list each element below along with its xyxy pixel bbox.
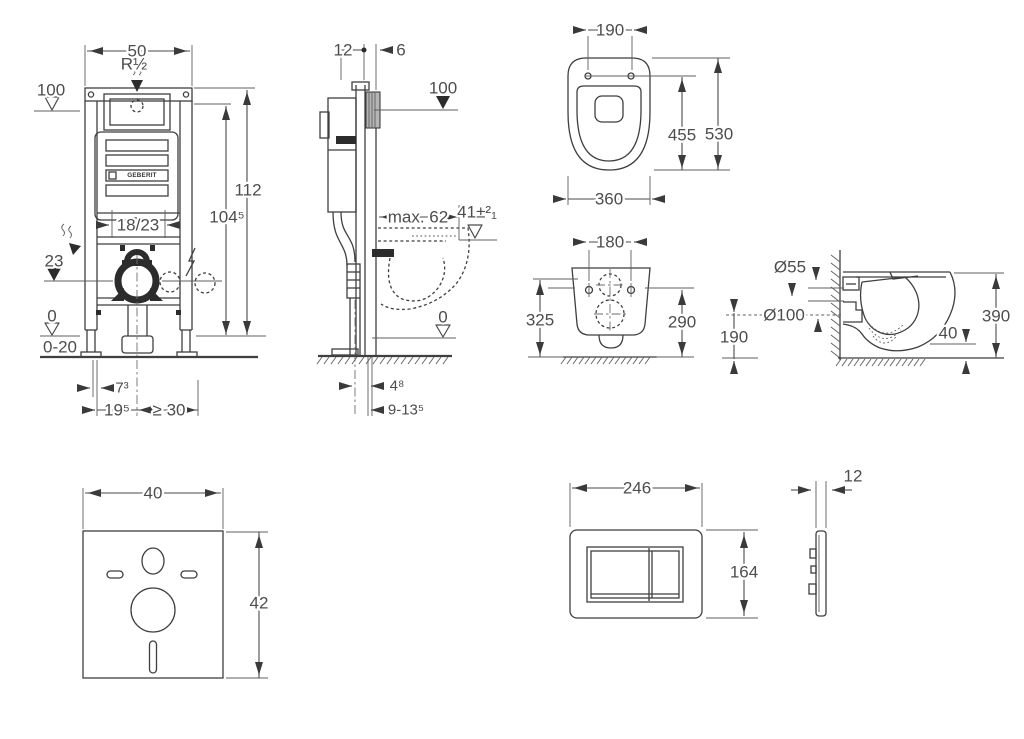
dim-water-connection: R½ — [121, 55, 147, 74]
dim-wc-hole-spacing: 180 — [596, 233, 624, 252]
dim-floor-range: 0-20 — [43, 338, 77, 357]
dim-level-100: 100 — [37, 81, 65, 100]
dim-outlet-diameter: Ø100 — [763, 306, 805, 325]
heat-source-icon — [61, 223, 72, 239]
dim-rail-depth: 12 — [334, 41, 353, 60]
brand-logo: GEBERIT — [127, 172, 156, 179]
flush-plate-view: 246 164 — [569, 476, 760, 619]
frame-side-view: 12 6 100 max. 62 41±²₁ 0 4⁸ 9-13⁵ — [316, 38, 499, 421]
electrical-bolt-icon — [185, 247, 196, 277]
dim-outlet-level: 23 — [45, 252, 64, 271]
dim-wc-width: 360 — [595, 190, 623, 209]
dim-foot-offset: 7³ — [115, 380, 128, 397]
dim-plate-height: 164 — [730, 563, 758, 582]
dim-wc-side-height: 390 — [982, 307, 1010, 326]
dim-drain-offset: 4⁸ — [390, 378, 405, 395]
dim-offset-18-23: 18/23 — [117, 216, 160, 235]
dim-wc-height-right: 290 — [668, 313, 696, 332]
dim-outlet-height: 190 — [720, 328, 748, 347]
dim-zero-level: 0 — [47, 307, 56, 326]
dim-frame-height2: 104⁵ — [209, 208, 244, 227]
wc-side-view: Ø55 Ø100 190 40 390 — [718, 250, 1012, 374]
frame-front-view: 50 R½ 100 112 104⁵ 18/23 23 0 0-20 7³ 19… — [34, 39, 266, 422]
dim-pad-width: 40 — [144, 484, 163, 503]
dim-wc-hinge-spacing: 190 — [596, 21, 624, 40]
dim-frame-width: 50 — [128, 42, 147, 61]
dim-max-depth: max. 62 — [388, 208, 448, 227]
flush-plate-side-view: 12 — [791, 464, 865, 617]
dim-plate-thickness: 12 — [844, 467, 863, 486]
wc-top-view: 190 455 530 360 — [553, 18, 735, 211]
dim-frame-height: 112 — [234, 181, 261, 200]
dim-wc-height-left: 325 — [526, 311, 554, 330]
water-inlet-arrow-icon — [131, 80, 143, 92]
dim-zero-level-side: 0 — [438, 308, 447, 327]
dim-side-clearance: ≥ 30 — [153, 401, 186, 420]
dim-bottom-gap: 40 — [939, 324, 958, 343]
wc-front-view: 180 325 290 — [524, 230, 698, 365]
dim-pad-height: 42 — [250, 594, 269, 613]
dim-level-100-side: 100 — [429, 79, 457, 98]
dim-wc-depth-530: 530 — [705, 125, 733, 144]
dim-axis-offset: 19⁵ — [104, 401, 130, 420]
dim-seat-height-tolerance: 41±²₁ — [457, 203, 497, 222]
dim-wall-thickness: 9-13⁵ — [388, 402, 424, 419]
dim-inlet-diameter: Ø55 — [774, 258, 806, 277]
sound-pad-view: 40 42 — [82, 481, 271, 679]
dim-wc-depth-455: 455 — [668, 126, 696, 145]
dim-plate-depth: 6 — [396, 41, 405, 60]
dim-plate-width: 246 — [623, 479, 651, 498]
